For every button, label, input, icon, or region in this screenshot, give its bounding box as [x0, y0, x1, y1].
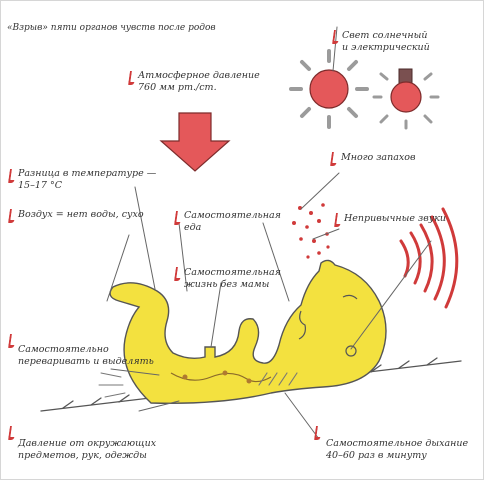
- label-pressure-line1: Атмосферное давление: [138, 70, 260, 81]
- bullet-marker: [175, 267, 180, 279]
- label-life-line1: Самостоятельная: [184, 267, 281, 278]
- bullet-marker: [9, 209, 14, 221]
- label-breath-line1: Самостоятельное дыхание: [326, 438, 469, 449]
- label-eat-line2: еда: [184, 222, 202, 233]
- label-pressure: Атмосферное давление 760 мм рт./ст.: [138, 70, 260, 94]
- label-turn-line2: переваривать и выделять: [18, 356, 154, 367]
- label-life: Самостоятельная жизнь без мамы: [184, 267, 281, 291]
- bullet-marker: [175, 211, 180, 223]
- bullet-marker: [331, 152, 336, 164]
- label-breath-line2: 40–60 раз в минуту: [326, 450, 427, 461]
- label-pressure-line2: 760 мм рт./ст.: [138, 82, 217, 93]
- label-light: Свет солнечный и электрический: [342, 30, 430, 54]
- smell-dots-icon: [292, 203, 330, 259]
- label-light-line1: Свет солнечный: [342, 30, 428, 41]
- bullet-marker: [315, 426, 320, 438]
- label-air: Воздух = нет воды, сухо: [18, 209, 144, 220]
- sun-icon: [289, 49, 369, 129]
- pressure-arrow-icon: [159, 112, 231, 172]
- infographic-title: «Взрыв» пяти органов чувств после родов: [7, 23, 216, 33]
- bullet-marker: [9, 169, 14, 181]
- label-life-line2: жизнь без мамы: [184, 279, 270, 290]
- label-contact: Давление от окружающих предметов, рук, о…: [18, 438, 156, 462]
- sound-waves-icon: [399, 207, 459, 309]
- label-temperature-line2: 15–17 °С: [18, 180, 62, 191]
- bullet-marker: [129, 71, 134, 83]
- label-light-line2: и электрический: [342, 42, 430, 53]
- label-breath: Самостоятельное дыхание 40–60 раз в мину…: [326, 438, 468, 462]
- bullet-marker: [9, 334, 14, 346]
- baby-figure: [98, 259, 387, 404]
- label-eat: Самостоятельная еда: [184, 210, 281, 234]
- bullet-marker: [9, 426, 14, 438]
- bullet-marker: [335, 213, 340, 225]
- label-contact-line1: Давление от окружающих: [18, 438, 157, 449]
- label-turn-line1: Самостоятельно: [18, 344, 109, 355]
- label-temperature-line1: Разница в температуре —: [18, 168, 157, 179]
- label-turn: Самостоятельно переваривать и выделять: [18, 344, 154, 368]
- label-sounds: Непривычные звуки: [344, 213, 447, 224]
- label-eat-line1: Самостоятельная: [184, 210, 281, 221]
- light-bulb-icon: [372, 68, 440, 130]
- label-contact-line2: предметов, рук, одежды: [18, 450, 147, 461]
- label-temperature: Разница в температуре — 15–17 °С: [18, 168, 156, 192]
- bullet-marker: [333, 30, 338, 42]
- label-smells: Много запахов: [341, 152, 416, 163]
